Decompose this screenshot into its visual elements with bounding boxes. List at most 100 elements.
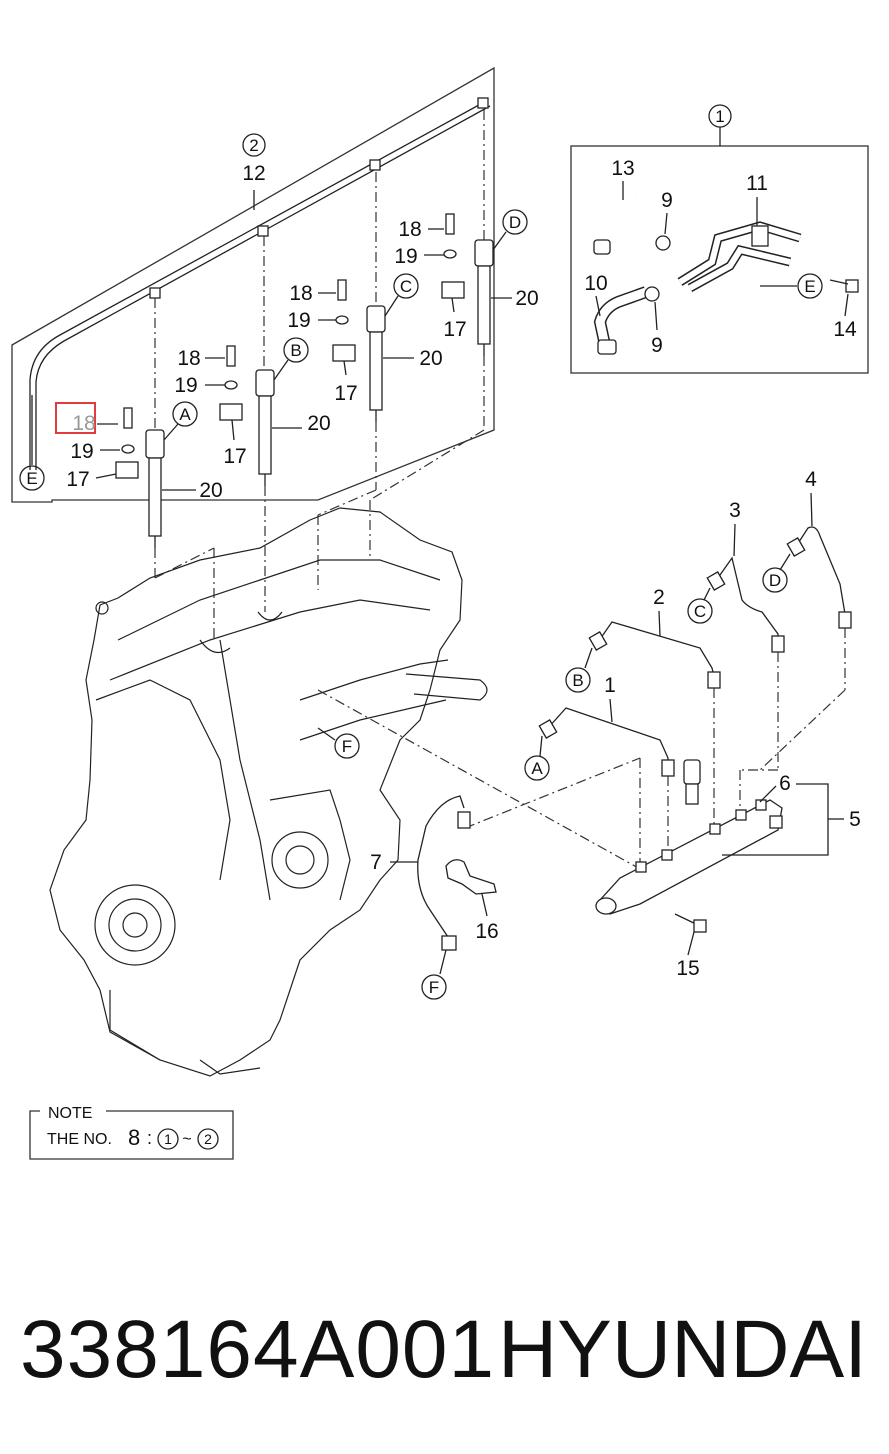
dash-engine-rail <box>317 689 661 881</box>
leader-d <box>492 231 507 251</box>
engine-block <box>49 507 488 1077</box>
clip-9-top <box>655 235 671 251</box>
letter-b-pipe: B <box>572 671 583 690</box>
label-20-c: 20 <box>419 347 442 370</box>
letter-circle-c-top <box>393 273 419 299</box>
hose-10 <box>595 287 648 351</box>
leader-c-pipe <box>703 587 711 601</box>
letter-f-pipe: F <box>429 978 439 997</box>
label-17-a: 17 <box>66 468 89 491</box>
leader-f-pipe <box>439 949 447 975</box>
bolt-18-a <box>123 407 133 429</box>
injector-d-head <box>474 239 494 267</box>
label-1: 1 <box>604 674 616 697</box>
rail-port-1 <box>635 861 647 873</box>
pipe-4-nut-top <box>786 537 806 557</box>
letter-circle-e-right <box>797 273 823 299</box>
label-9-bottom: 9 <box>651 334 663 357</box>
hose-10-end <box>597 339 617 355</box>
leader-4 <box>810 492 813 527</box>
label-18-d: 18 <box>398 218 421 241</box>
label-17-c: 17 <box>334 382 357 405</box>
letter-circle-f-engine <box>334 733 360 759</box>
pressure-sensor-body <box>685 783 699 805</box>
dash-d-engine-2 <box>369 429 485 501</box>
injector-b-head <box>255 369 275 397</box>
label-3: 3 <box>729 499 741 522</box>
note-circle-from <box>157 1128 179 1150</box>
label-15: 15 <box>676 957 699 980</box>
return-fitting-b <box>257 225 269 237</box>
note-tilde: ~ <box>182 1131 191 1148</box>
part-number: 338164A001 <box>20 1304 496 1395</box>
label-4: 4 <box>805 468 817 491</box>
group-label-2: 2 <box>249 136 258 155</box>
rail-port-4 <box>735 809 747 821</box>
leader-d-pipe <box>779 553 791 571</box>
injector-panel-outline <box>11 66 495 503</box>
return-hose-panel <box>570 145 869 374</box>
leader-a-pipe <box>539 735 543 757</box>
washer-19-d <box>443 249 457 259</box>
letter-circle-d-top <box>502 209 528 235</box>
note-from: 1 <box>164 1131 172 1147</box>
letter-circle-a-pipe <box>524 755 550 781</box>
letter-e-left: E <box>26 469 37 488</box>
label-20-a: 20 <box>199 479 222 502</box>
common-rail <box>595 759 783 915</box>
washer-19-a <box>121 444 135 454</box>
pipe-1 <box>547 707 669 764</box>
leader-6 <box>759 785 777 803</box>
return-fitting-a <box>149 287 161 299</box>
bolt-15-head <box>693 919 707 933</box>
pipe-1-nut-top <box>538 719 558 739</box>
letter-a-top: A <box>179 405 191 424</box>
note-colon: : <box>147 1128 152 1148</box>
pipe-11b <box>688 246 791 291</box>
leader-3 <box>733 523 736 557</box>
leader-b-pipe <box>584 647 593 669</box>
bolt-18-b <box>226 345 236 367</box>
leader-17-d <box>451 297 455 313</box>
label-10: 10 <box>584 272 607 295</box>
label-18-b: 18 <box>177 347 200 370</box>
label-9-top: 9 <box>661 189 673 212</box>
hose-13-end <box>593 239 611 255</box>
clamp-17-b <box>219 403 243 421</box>
injector-d-body <box>477 265 491 345</box>
group-label-1: 1 <box>715 107 724 126</box>
injector-b-group: B 18 19 17 20 <box>174 337 331 486</box>
letter-circle-b-top <box>283 337 309 363</box>
note-prefix: THE NO. <box>47 1131 112 1148</box>
clamp-16 <box>445 859 497 895</box>
bolt-18-d <box>445 213 455 235</box>
letter-f-engine: F <box>342 737 352 756</box>
pipe-4-nut-bottom <box>838 611 852 629</box>
highlight-box[interactable] <box>55 402 96 434</box>
label-2: 2 <box>653 586 665 609</box>
label-14: 14 <box>833 318 857 341</box>
leader-a <box>163 423 179 441</box>
pipe-1-nut-bottom <box>661 759 675 777</box>
pressure-sensor <box>683 759 701 785</box>
note-frame <box>29 1110 234 1160</box>
brand-name: HYUNDAI <box>497 1304 867 1395</box>
label-19-b: 19 <box>174 374 197 397</box>
injector-d-group: D 18 19 17 20 <box>394 209 539 356</box>
leader-17-b <box>231 419 235 441</box>
letter-circle-c-pipe <box>687 598 713 624</box>
pipe-7-nut-top <box>457 811 471 829</box>
clamp-17-c <box>332 344 356 362</box>
pipe-3-nut-top <box>706 571 726 591</box>
label-19-a: 19 <box>70 440 93 463</box>
leader-f-engine <box>317 727 336 741</box>
letter-c-top: C <box>400 277 412 296</box>
group-circle-2 <box>242 133 266 157</box>
letter-circle-b-pipe <box>565 667 591 693</box>
rail-port-2 <box>661 849 673 861</box>
rail-end <box>595 897 617 915</box>
pipe-3-nut-bottom <box>771 635 785 653</box>
pipe-2-nut-top <box>588 631 608 651</box>
pipe-11 <box>678 222 801 285</box>
return-line-inner <box>35 105 491 470</box>
